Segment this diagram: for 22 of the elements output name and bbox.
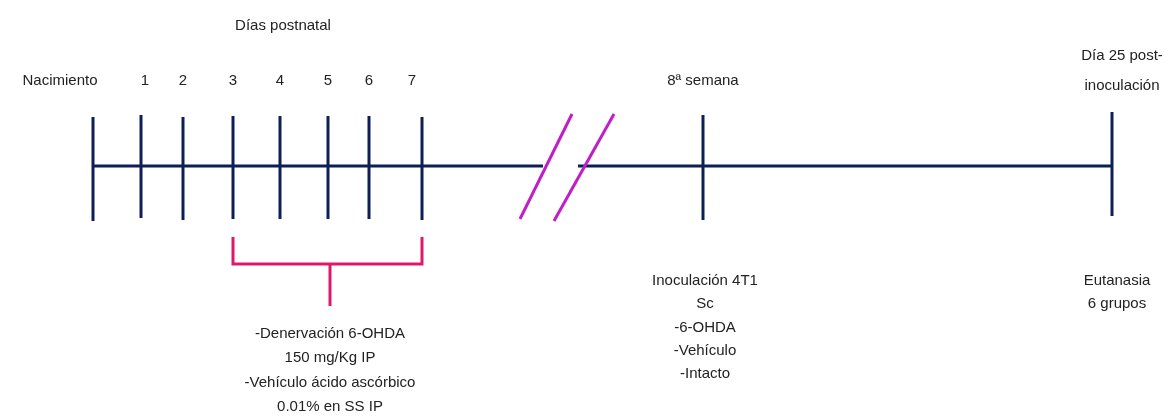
annotation-text: Sc — [696, 293, 714, 313]
annotation-text: -Intacto — [680, 363, 730, 383]
tick-label: 1 — [140, 70, 150, 90]
tick-label: 5 — [323, 70, 333, 90]
tick-label: 7 — [407, 70, 417, 90]
annotation-text: 0.01% en SS IP — [277, 396, 383, 416]
annotation-text: -Denervación 6-OHDA — [254, 323, 406, 343]
annotation-text: -Vehículo ácido ascórbico — [244, 372, 416, 392]
annotation-text: -Vehículo — [673, 340, 737, 360]
tick-label: 3 — [228, 70, 238, 90]
annotation-text: -6-OHDA — [674, 317, 736, 337]
tick-label: 6 — [364, 70, 374, 90]
annotation-text: 150 mg/Kg IP — [284, 347, 376, 367]
tick-label: Nacimiento — [22, 70, 98, 90]
tick-label: 4 — [275, 70, 285, 90]
tick-label: 2 — [178, 70, 188, 90]
tick-label: Día 25 post-inoculación — [1080, 45, 1164, 95]
annotation-text: Inoculación 4T1 — [652, 270, 758, 290]
tick-label: 8ª semana — [667, 70, 739, 90]
annotation-text: Eutanasia — [1083, 270, 1151, 290]
annotation-text: 6 grupos — [1087, 293, 1147, 313]
axis-title: Días postnatal — [235, 15, 331, 35]
